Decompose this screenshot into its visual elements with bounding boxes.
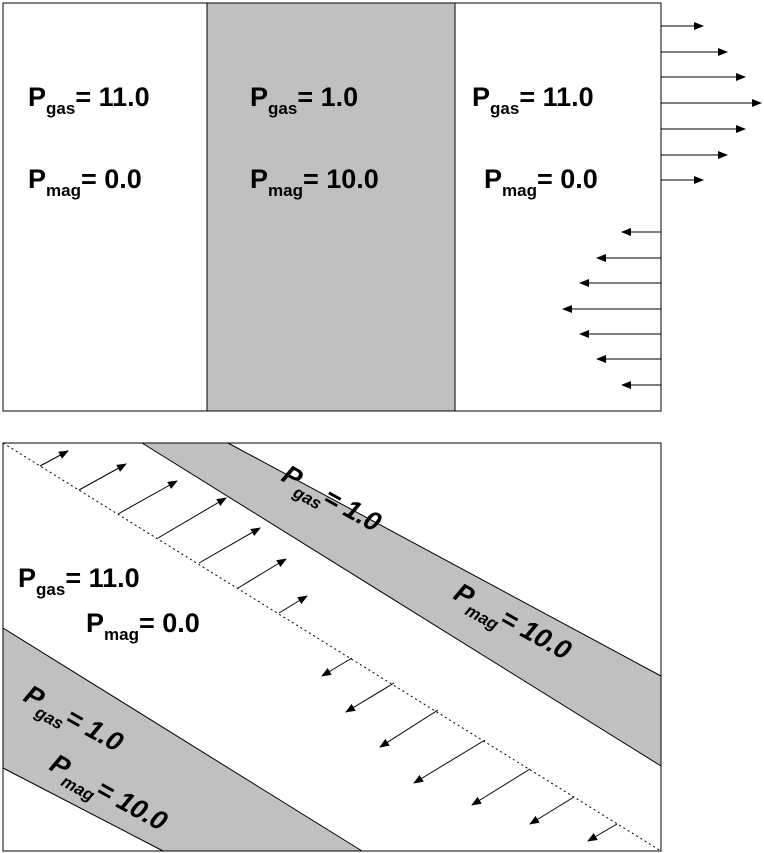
bottom-velocity-arrows-up xyxy=(39,450,308,614)
top-panel: Pgas= 11.0 Pmag= 0.0 Pgas= 1.0 Pmag= 10.… xyxy=(2,2,762,412)
lower-band-top-edge xyxy=(2,627,363,852)
velocity-arrow xyxy=(321,657,353,677)
lower-band-bottom-edge xyxy=(2,767,164,852)
bottom-panel: Pgas= 11.0 Pmag= 0.0 Pgas= 1.0 Pmag= 10.… xyxy=(2,442,662,852)
velocity-arrow xyxy=(471,768,531,806)
velocity-arrow xyxy=(529,796,575,825)
velocity-arrow xyxy=(198,527,261,564)
velocity-arrow xyxy=(237,558,287,589)
top-middle-mag-label: Pmag= 10.0 xyxy=(250,164,379,200)
bottom-middle-gas-label: Pgas= 11.0 xyxy=(18,563,140,599)
top-middle-gas-label: Pgas= 1.0 xyxy=(250,82,358,118)
top-right-mag-label: Pmag= 0.0 xyxy=(484,164,598,200)
top-left-mag-label: Pmag= 0.0 xyxy=(28,164,142,200)
velocity-arrow xyxy=(157,497,227,539)
bottom-middle-mag-label: Pmag= 0.0 xyxy=(86,608,200,644)
bottom-panel-frame xyxy=(2,442,662,852)
upper-band-top-edge xyxy=(227,442,662,677)
velocity-arrow xyxy=(39,450,69,467)
top-panel-frame xyxy=(2,2,662,412)
velocity-arrow xyxy=(345,682,395,713)
velocity-arrow xyxy=(413,739,486,784)
top-left-gas-label: Pgas= 11.0 xyxy=(28,82,150,118)
top-velocity-arrows-out xyxy=(661,22,762,184)
velocity-arrow xyxy=(117,480,178,515)
top-right-gas-label: Pgas= 11.0 xyxy=(472,82,594,118)
velocity-arrow xyxy=(278,595,308,614)
top-velocity-arrows-in xyxy=(562,228,661,389)
bottom-velocity-arrows-down xyxy=(321,657,618,842)
top-shaded-band xyxy=(207,3,455,411)
upper-band-bottom-edge xyxy=(141,442,662,767)
dotted-diagonal-line xyxy=(2,442,662,852)
velocity-arrow xyxy=(587,823,618,842)
velocity-arrow xyxy=(78,463,127,491)
velocity-arrow xyxy=(379,709,439,748)
